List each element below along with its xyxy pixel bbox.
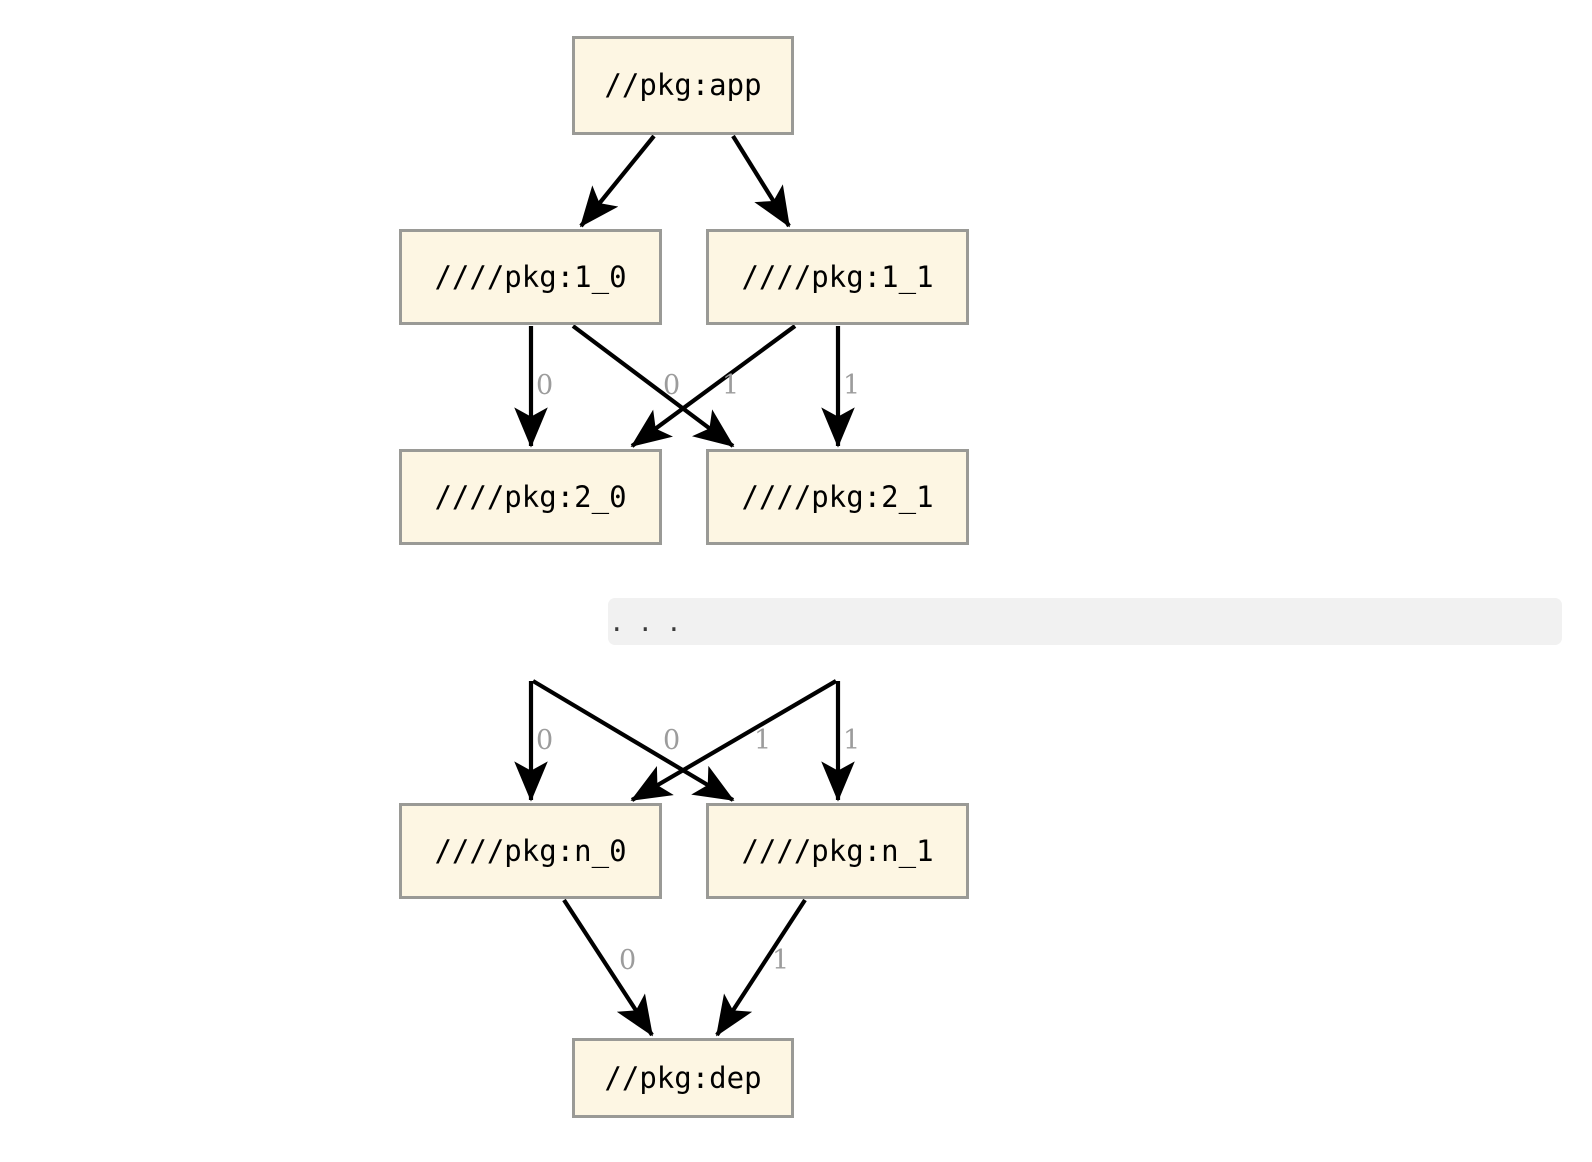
edge-label-continued-to-n_1-cross: 0 [663,725,681,756]
edge-continued-to-n_0-cross [630,679,838,802]
edge-label-n_1-to-dep: 1 [772,945,790,976]
node-pkg-app[interactable]: //pkg:app [572,36,794,135]
node-pkg-2_0[interactable]: ////pkg:2_0 [399,449,662,545]
node-pkg-dep[interactable]: //pkg:dep [572,1038,794,1118]
node-label: ////pkg:1_1 [741,259,934,294]
edge-label-continued-to-n_1: 1 [843,725,861,756]
edge-label-1_0-to-2_0: 0 [536,370,554,401]
edge-label-1_1-to-2_1: 1 [843,370,861,401]
node-pkg-n_1[interactable]: ////pkg:n_1 [706,803,969,899]
node-label: ////pkg:2_0 [434,479,627,514]
edge-label-1_1-to-2_0: 1 [722,370,740,401]
truncation-band [608,598,1562,645]
node-label: ////pkg:n_1 [741,833,934,868]
edge-label-1_0-to-2_1: 0 [663,370,681,401]
node-pkg-1_0[interactable]: ////pkg:1_0 [399,229,662,325]
edge-app-to-1_0 [579,134,656,228]
edge-n_1-to-dep [715,898,807,1037]
edge-1_1-to-2_0 [630,324,797,448]
edge-n_0-to-dep [562,898,654,1037]
edge-1_0-to-2_1 [571,324,735,448]
node-label: ////pkg:2_1 [741,479,934,514]
node-pkg-1_1[interactable]: ////pkg:1_1 [706,229,969,325]
node-pkg-2_1[interactable]: ////pkg:2_1 [706,449,969,545]
node-label: ////pkg:n_0 [434,833,627,868]
node-label: //pkg:app [604,68,762,102]
edge-label-n_0-to-dep: 0 [619,945,637,976]
edge-continued-to-n_1-cross [531,679,735,802]
edge-label-continued-to-n_0-cross: 1 [754,725,772,756]
node-pkg-n_0[interactable]: ////pkg:n_0 [399,803,662,899]
edge-app-to-1_1 [731,134,791,228]
node-label: //pkg:dep [604,1060,762,1095]
ellipsis-text: ... [612,604,698,639]
edge-label-continued-to-n_0: 0 [536,725,554,756]
node-label: ////pkg:1_0 [434,259,627,294]
